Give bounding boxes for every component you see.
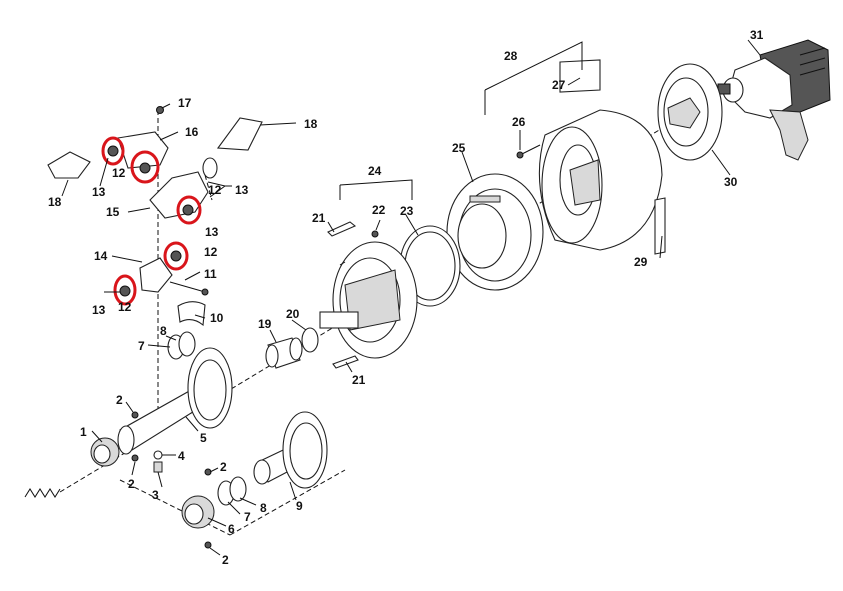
label-2-c: 2: [220, 460, 227, 474]
label-22: 22: [372, 203, 386, 217]
highlight-circle-5: [113, 274, 137, 306]
label-part-29: [654, 197, 666, 255]
label-27: 27: [552, 78, 566, 92]
label-25: 25: [452, 141, 466, 155]
label-29: 29: [634, 255, 648, 269]
impact-wrench-part-31: [717, 39, 831, 161]
sleeve-part-9: [253, 411, 328, 489]
highlight-circle-3: [176, 195, 202, 225]
label-2-a: 2: [116, 393, 123, 407]
label-7-bottom: 7: [244, 510, 251, 524]
sleeve-part-19: [265, 337, 303, 369]
cover-part-30: [657, 63, 723, 161]
leader-lines: [61, 39, 761, 556]
label-13-b: 13: [235, 183, 249, 197]
highlight-circle-1: [101, 136, 125, 166]
bracket-part-14: [139, 257, 173, 293]
bracket-part-28: [484, 41, 583, 115]
label-24: 24: [368, 164, 382, 178]
label-part-27: [559, 59, 601, 93]
label-12-b: 12: [208, 183, 222, 197]
label-2-d: 2: [222, 553, 229, 567]
label-12-d: 12: [118, 300, 132, 314]
clip-part-21-bottom: [332, 355, 359, 369]
nuts-part-12: [107, 145, 194, 297]
label-13-c: 13: [205, 225, 219, 239]
label-13-d: 13: [92, 303, 106, 317]
cap-part-16: [117, 131, 169, 169]
label-8-top: 8: [160, 324, 167, 338]
label-14: 14: [94, 249, 108, 263]
label-12-c: 12: [204, 245, 218, 259]
label-18-left: 18: [48, 195, 62, 209]
label-21-top: 21: [312, 211, 326, 225]
label-9: 9: [296, 499, 303, 513]
pin-part-11: [169, 281, 209, 296]
highlight-circles: [101, 136, 202, 306]
label-26: 26: [512, 115, 526, 129]
nozzle-part-1: [90, 437, 120, 467]
screw-part-26: [516, 144, 541, 159]
half-ring-part-10: [177, 301, 206, 327]
part-number-labels: 31 30 29 28 27 26 25 24 23 22 21 21 20 1…: [48, 28, 764, 567]
ring-part-20: [301, 327, 319, 353]
label-12-a: 12: [112, 166, 126, 180]
label-3: 3: [152, 488, 159, 502]
reel-drum-part-25: [446, 109, 663, 291]
label-5: 5: [200, 431, 207, 445]
o-rings-part-7-8-bottom: [217, 476, 247, 506]
label-8-bottom: 8: [260, 501, 267, 515]
label-10: 10: [210, 311, 224, 325]
housing-part-5: [117, 347, 233, 455]
fitting-part-3-4: [153, 450, 163, 473]
label-13-a: 13: [92, 185, 106, 199]
label-30: 30: [724, 175, 738, 189]
label-21-bottom: 21: [352, 373, 366, 387]
label-19: 19: [258, 317, 272, 331]
screw-part-17: [156, 106, 164, 114]
clip-part-21-top: [327, 221, 357, 237]
label-16: 16: [185, 125, 199, 139]
label-4: 4: [178, 449, 185, 463]
label-6: 6: [228, 522, 235, 536]
cover-part-18-left: [47, 151, 91, 179]
cover-part-18-right: [216, 117, 263, 151]
nozzle-part-6: [181, 495, 215, 529]
label-31: 31: [750, 28, 764, 42]
label-20: 20: [286, 307, 300, 321]
spring-tip: [24, 488, 61, 498]
highlight-circle-4: [163, 241, 189, 271]
label-1: 1: [80, 425, 87, 439]
label-11: 11: [204, 267, 217, 281]
o-rings-part-7-8: [167, 331, 196, 360]
label-18-right: 18: [304, 117, 318, 131]
label-7-top: 7: [138, 339, 145, 353]
screw-part-22: [371, 230, 379, 238]
label-23: 23: [400, 204, 414, 218]
screws-part-2: [131, 411, 212, 549]
label-15: 15: [106, 205, 120, 219]
label-2-b: 2: [128, 477, 135, 491]
label-28: 28: [504, 49, 518, 63]
label-17: 17: [178, 96, 192, 110]
body-part-15: [149, 157, 218, 219]
highlight-circle-2: [130, 150, 160, 184]
plate-part-24: [319, 241, 418, 359]
